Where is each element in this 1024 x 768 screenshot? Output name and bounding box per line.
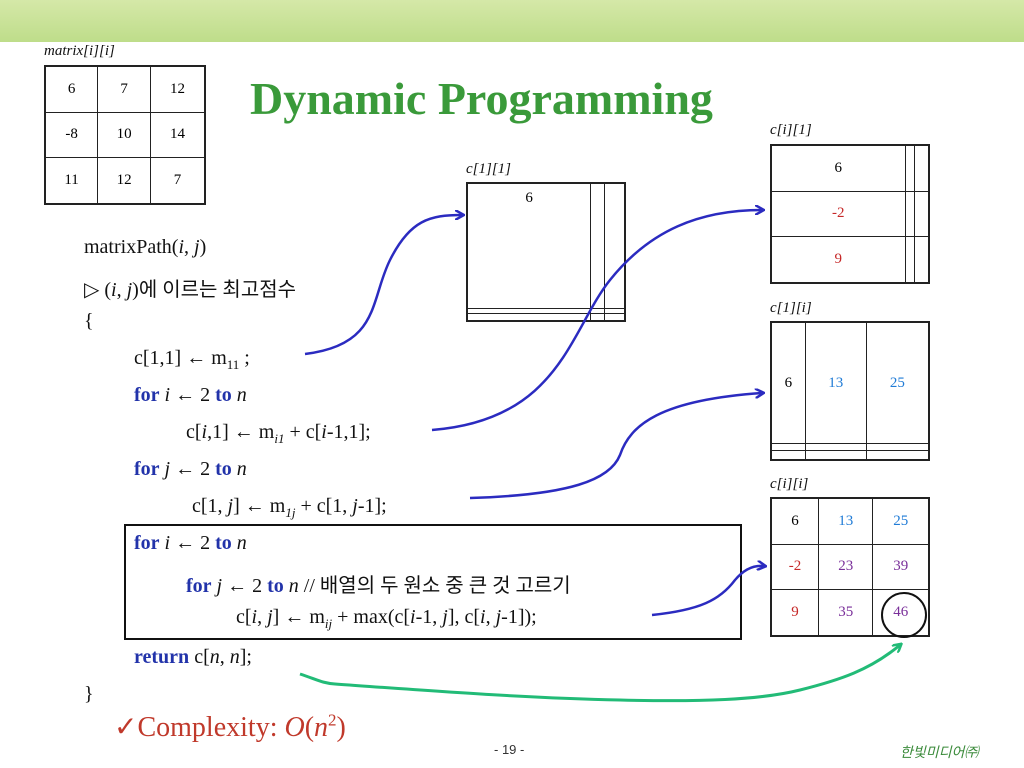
matrix-caption: matrix[i][i] xyxy=(44,43,115,59)
ci1-caption: c[i][1] xyxy=(770,122,812,138)
code-line-for-j-inner: for j ← 2 to n // 배열의 두 원소 중 큰 것 고르기 xyxy=(186,575,571,597)
check-icon: ✓ xyxy=(114,712,138,743)
matrix-cell: 7 xyxy=(97,65,151,113)
cii-caption: c[i][i] xyxy=(770,476,809,492)
arrow-recurrence-to-cii xyxy=(651,566,764,617)
matrix-cell: 6 xyxy=(44,65,99,113)
cii-cell: 23 xyxy=(818,543,874,591)
result-highlight-circle xyxy=(881,592,927,638)
c1i-cell xyxy=(770,449,806,461)
code-line-init: c[1,1] ← m11 ; xyxy=(134,347,250,372)
arrow-init-to-c11 xyxy=(304,215,462,356)
nested-loop-box xyxy=(124,524,742,640)
matrix-cell: 11 xyxy=(44,157,99,205)
code-line-recurrence: c[i, j] ← mij + max(c[i-1, j], c[i, j-1]… xyxy=(236,606,537,631)
matrix-cell: -8 xyxy=(44,111,99,159)
c11-cell xyxy=(603,312,626,322)
cii-cell: 13 xyxy=(818,497,874,545)
matrix-cell: 12 xyxy=(150,65,206,113)
cii-cell: 25 xyxy=(872,497,930,545)
publisher-logo: 한빛미디어㈜ xyxy=(900,745,979,761)
complexity-note: ✓Complexity: O(n2) xyxy=(114,710,346,743)
arrow-rowfill-to-c1i xyxy=(469,393,762,500)
code-line-for-j: for j ← 2 to n xyxy=(134,458,247,480)
arrow-return-to-result xyxy=(299,645,900,703)
ci1-cell xyxy=(914,144,930,192)
code-line-col-fill: c[i,1] ← mi1 + c[i-1,1]; xyxy=(186,421,371,446)
ci1-cell: 9 xyxy=(770,236,906,284)
page-number: - 19 - xyxy=(494,742,525,757)
code-header: matrixPath(i, j) xyxy=(84,236,207,258)
c1i-caption: c[1][i] xyxy=(770,300,812,316)
code-line-return: return c[n, n]; xyxy=(134,646,252,668)
ci1-table: 6 -2 9 xyxy=(770,144,930,284)
ci1-cell: -2 xyxy=(770,190,906,238)
code-close-brace: } xyxy=(84,683,94,705)
matrix-cell: 7 xyxy=(150,157,206,205)
cii-cell: 39 xyxy=(872,543,930,591)
matrix-cell: 10 xyxy=(97,111,151,159)
c1i-cell: 25 xyxy=(865,321,930,445)
cii-cell: -2 xyxy=(770,543,820,591)
c1i-cell xyxy=(804,449,867,461)
ci1-cell xyxy=(914,236,930,284)
cii-cell: 35 xyxy=(818,589,874,637)
arrow-colfill-to-ci1 xyxy=(431,210,762,432)
code-line-for-i: for i ← 2 to n xyxy=(134,384,247,406)
c1i-cell xyxy=(865,449,930,461)
cii-cell: 6 xyxy=(770,497,820,545)
c11-cell: 6 xyxy=(466,182,592,309)
c1i-cell: 13 xyxy=(804,321,867,445)
code-line-for-i-outer: for i ← 2 to n xyxy=(134,532,247,554)
ci1-cell: 6 xyxy=(770,144,906,192)
code-comment: ▷ (i, j)에 이르는 최고점수 xyxy=(84,279,297,301)
c1i-cell: 6 xyxy=(770,321,806,445)
matrix-cell: 12 xyxy=(97,157,151,205)
cii-cell: 9 xyxy=(770,589,820,637)
c11-caption: c[1][1] xyxy=(466,161,512,177)
c11-table: 6 xyxy=(466,182,626,322)
c11-cell xyxy=(466,312,592,322)
slide-title: Dynamic Programming xyxy=(250,73,713,124)
code-line-row-fill: c[1, j] ← m1j + c[1, j-1]; xyxy=(192,495,387,520)
c11-cell xyxy=(603,307,626,314)
matrix-cell: 14 xyxy=(150,111,206,159)
code-open-brace: { xyxy=(84,310,94,332)
top-banner xyxy=(0,0,1024,42)
